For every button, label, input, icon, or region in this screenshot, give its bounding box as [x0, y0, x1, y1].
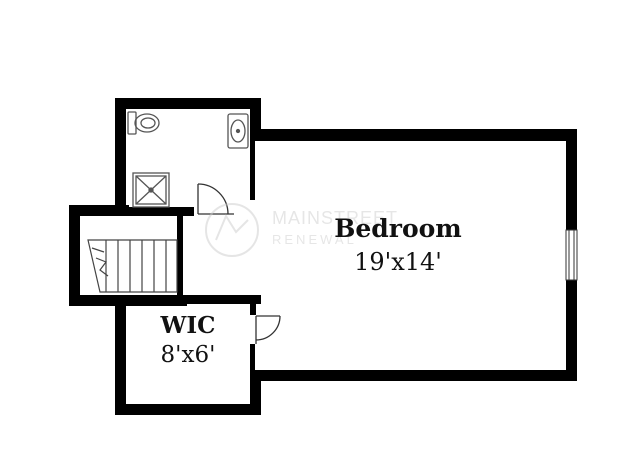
wic-dimensions: 8'x6': [160, 342, 216, 368]
wall-bath-bottom: [126, 207, 194, 216]
bedroom-dimensions: 19'x14': [354, 248, 442, 276]
watermark-subtext: RENEWAL: [272, 232, 357, 247]
wall-wic-left: [115, 295, 126, 415]
window: [565, 229, 578, 281]
wic-label: WIC: [160, 312, 216, 339]
staircase: [87, 239, 178, 293]
wall-bath-left: [115, 98, 126, 216]
wall-bedroom-left-upper: [250, 140, 255, 200]
bathroom-door: [197, 183, 234, 215]
wall-stair-top: [69, 205, 129, 216]
wall-wic-top: [126, 295, 261, 304]
wall-stair-left: [69, 205, 80, 306]
wall-bedroom-bottom: [250, 370, 577, 381]
bedroom-label: Bedroom: [334, 214, 462, 243]
wall-bedroom-top: [250, 129, 577, 141]
wall-wic-right: [250, 370, 261, 415]
wall-wic-right-upper: [250, 295, 256, 315]
wall-bath-right: [250, 98, 261, 140]
wall-bedroom-left-lower: [250, 344, 255, 374]
shower-icon: [132, 172, 170, 208]
closet-door: [255, 315, 281, 344]
toilet-icon: [127, 111, 160, 135]
watermark-text: MAINSTREET: [272, 208, 399, 228]
wall-stair-right: [177, 214, 183, 296]
wall-bath-top: [115, 98, 261, 109]
watermark-logo: [205, 203, 259, 257]
wall-wic-bottom: [115, 404, 261, 415]
sink-icon: [227, 113, 249, 149]
